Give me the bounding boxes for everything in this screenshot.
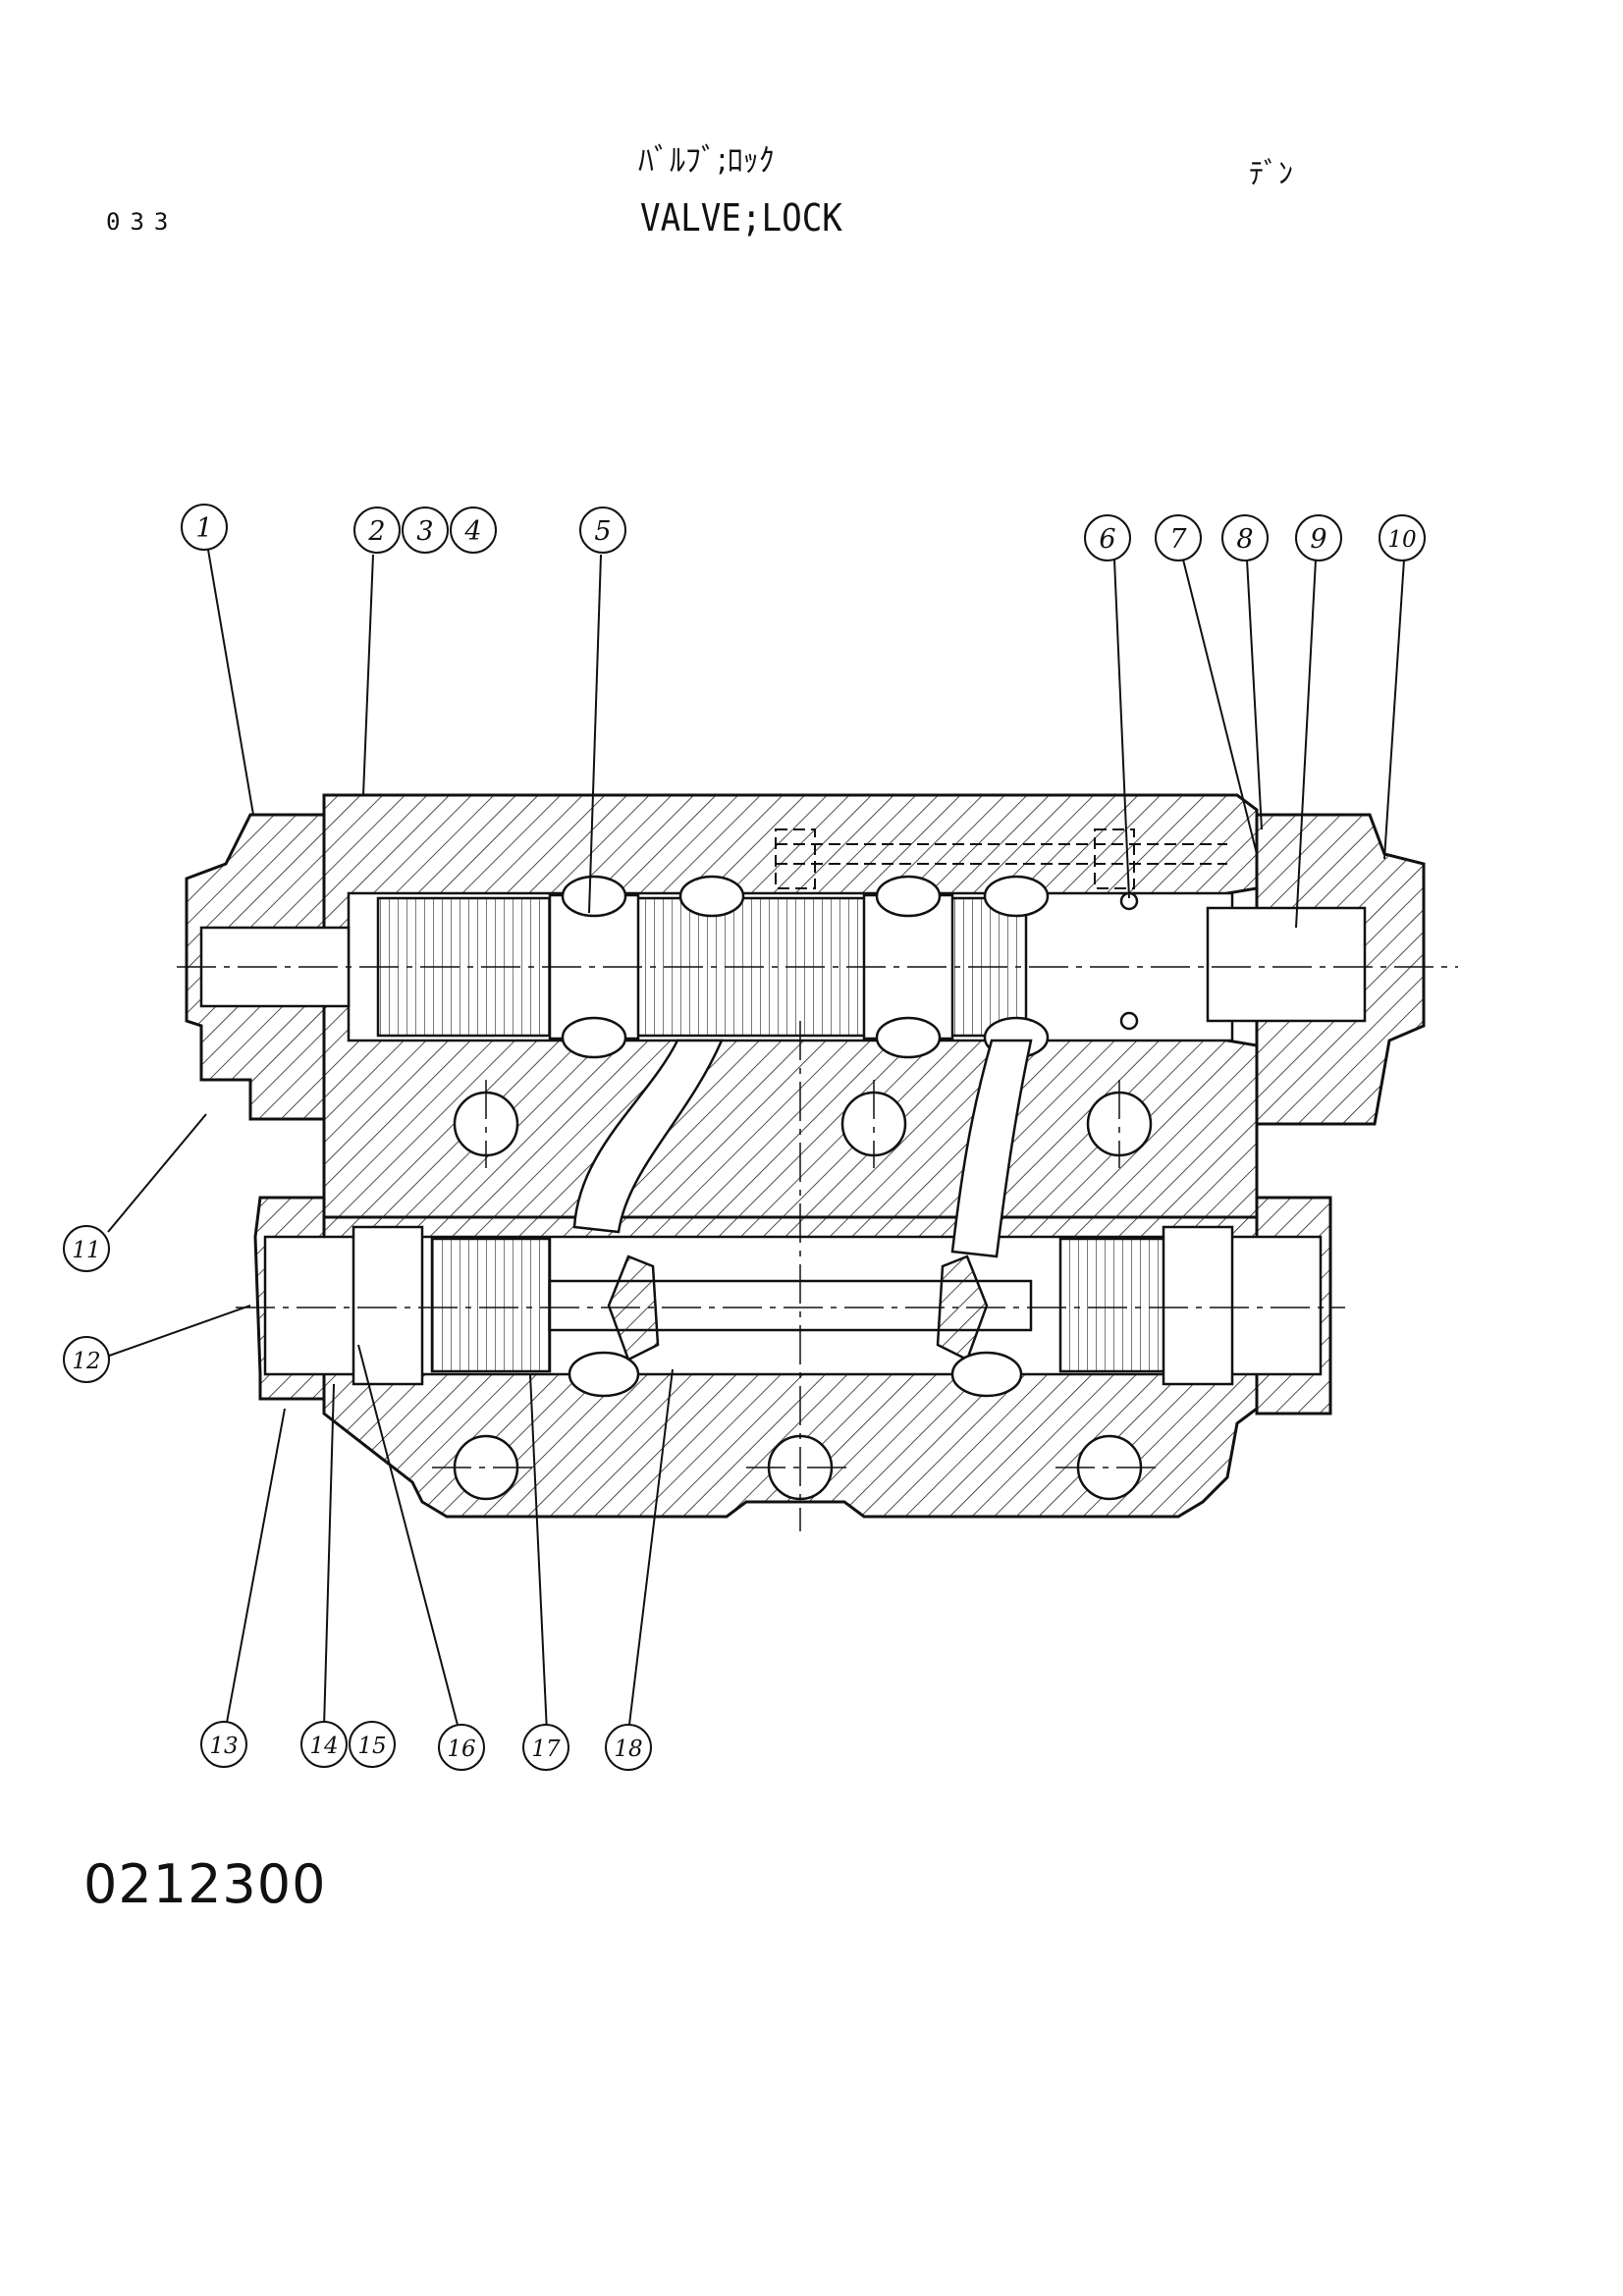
callout-18 (605, 1724, 652, 1771)
callout-bubbles (63, 504, 1426, 1771)
callout-1 (181, 504, 228, 551)
callout-label-13: 13 (209, 1734, 238, 1759)
callout-label-5: 5 (594, 516, 611, 547)
callout-7 (1155, 514, 1202, 561)
oil-passages (572, 1039, 1033, 1258)
callout-label-16: 16 (447, 1736, 475, 1762)
callout-label-10: 10 (1387, 527, 1416, 553)
title-japanese: ﾊﾞﾙﾌﾞ;ﾛｯｸ (638, 141, 775, 179)
callout-8 (1221, 514, 1269, 561)
callout-label-1: 1 (195, 513, 212, 544)
callout-2 (353, 507, 401, 554)
drawing-number: 0212300 (83, 1853, 327, 1915)
callout-label-9: 9 (1310, 524, 1326, 555)
page-number: 033 (106, 208, 179, 236)
callout-11 (63, 1225, 110, 1272)
callout-17 (522, 1724, 569, 1771)
callout-label-2: 2 (367, 516, 385, 547)
callout-14 (300, 1721, 348, 1768)
callout-label-6: 6 (1099, 524, 1115, 555)
callout-15 (349, 1721, 396, 1768)
callout-label-12: 12 (72, 1349, 100, 1374)
callout-12 (63, 1336, 110, 1383)
callout-label-8: 8 (1236, 524, 1253, 555)
center-lines (177, 966, 1458, 1531)
callout-label-3: 3 (416, 516, 433, 547)
lower-spool-bore (263, 1225, 1323, 1398)
callout-10 (1379, 514, 1426, 561)
leader-lines (97, 549, 1405, 1734)
callout-label-17: 17 (531, 1736, 561, 1762)
title-english: VALVE;LOCK (640, 196, 842, 240)
callout-6 (1084, 514, 1131, 561)
callout-5 (579, 507, 626, 554)
callout-label-15: 15 (357, 1734, 386, 1759)
callout-13 (200, 1721, 247, 1768)
callout-label-18: 18 (614, 1736, 642, 1762)
callout-3 (402, 507, 449, 554)
callout-label-14: 14 (309, 1734, 338, 1759)
corner-mark: ﾃﾞﾝ (1249, 157, 1293, 191)
callout-label-4: 4 (463, 516, 481, 547)
callout-16 (438, 1724, 485, 1771)
callout-9 (1295, 514, 1342, 561)
callout-label-7: 7 (1169, 524, 1187, 555)
callout-4 (450, 507, 497, 554)
top-drilled-passage (775, 828, 1227, 889)
callout-label-11: 11 (72, 1238, 100, 1263)
callout-labels: 1 2 3 4 5 6 7 8 9 10 11 12 13 14 15 16 1… (72, 513, 1416, 1762)
